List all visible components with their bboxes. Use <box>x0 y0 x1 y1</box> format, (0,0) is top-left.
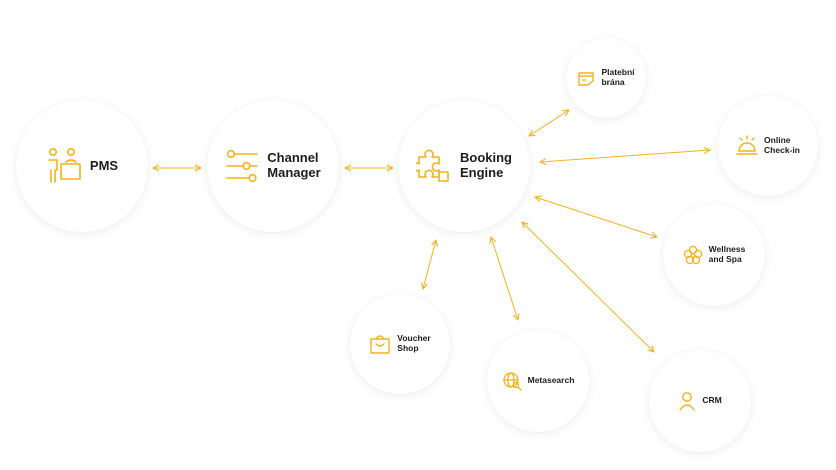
node-platebni-brana[interactable]: Platební brána <box>566 38 646 118</box>
person-icon <box>678 391 696 411</box>
arrow-booking-wellness <box>534 195 658 239</box>
arrow-booking-checkin <box>539 147 711 165</box>
sliders-icon <box>225 149 259 183</box>
arrow-booking-crm <box>521 221 655 353</box>
node-wellness-spa[interactable]: Wellness and Spa <box>663 204 765 306</box>
channel-manager-label: Channel Manager <box>267 150 321 180</box>
node-pms[interactable]: PMS <box>16 100 148 232</box>
voucher-shop-label: Voucher Shop <box>397 333 431 353</box>
booking-engine-label: Booking Engine <box>460 150 512 180</box>
arrow-booking-metasearch <box>489 236 520 321</box>
node-online-checkin[interactable]: Online Check-in <box>718 96 818 196</box>
service-bell-icon <box>736 135 758 157</box>
credit-card-icon <box>577 69 595 87</box>
node-booking-engine[interactable]: Booking Engine <box>398 100 530 232</box>
online-checkin-label: Online Check-in <box>764 135 800 155</box>
node-voucher-shop[interactable]: Voucher Shop <box>350 294 450 394</box>
platebni-brana-label: Platební brána <box>601 67 635 87</box>
wellness-spa-label: Wellness and Spa <box>708 244 746 264</box>
puzzle-piece-icon <box>416 148 452 184</box>
crm-label: CRM <box>702 395 722 406</box>
shopping-bag-icon <box>369 333 391 355</box>
arrow-booking-platebni <box>528 109 570 137</box>
node-crm[interactable]: CRM <box>649 350 751 452</box>
arrow-booking-voucher <box>421 239 438 290</box>
receptionist-desk-icon <box>46 146 82 186</box>
pms-label: PMS <box>89 157 119 173</box>
node-metasearch[interactable]: Metasearch <box>487 330 589 432</box>
metasearch-label: Metasearch <box>527 375 575 386</box>
globe-search-icon <box>502 371 522 391</box>
node-channel-manager[interactable]: Channel Manager <box>207 100 339 232</box>
flower-icon <box>683 245 703 265</box>
